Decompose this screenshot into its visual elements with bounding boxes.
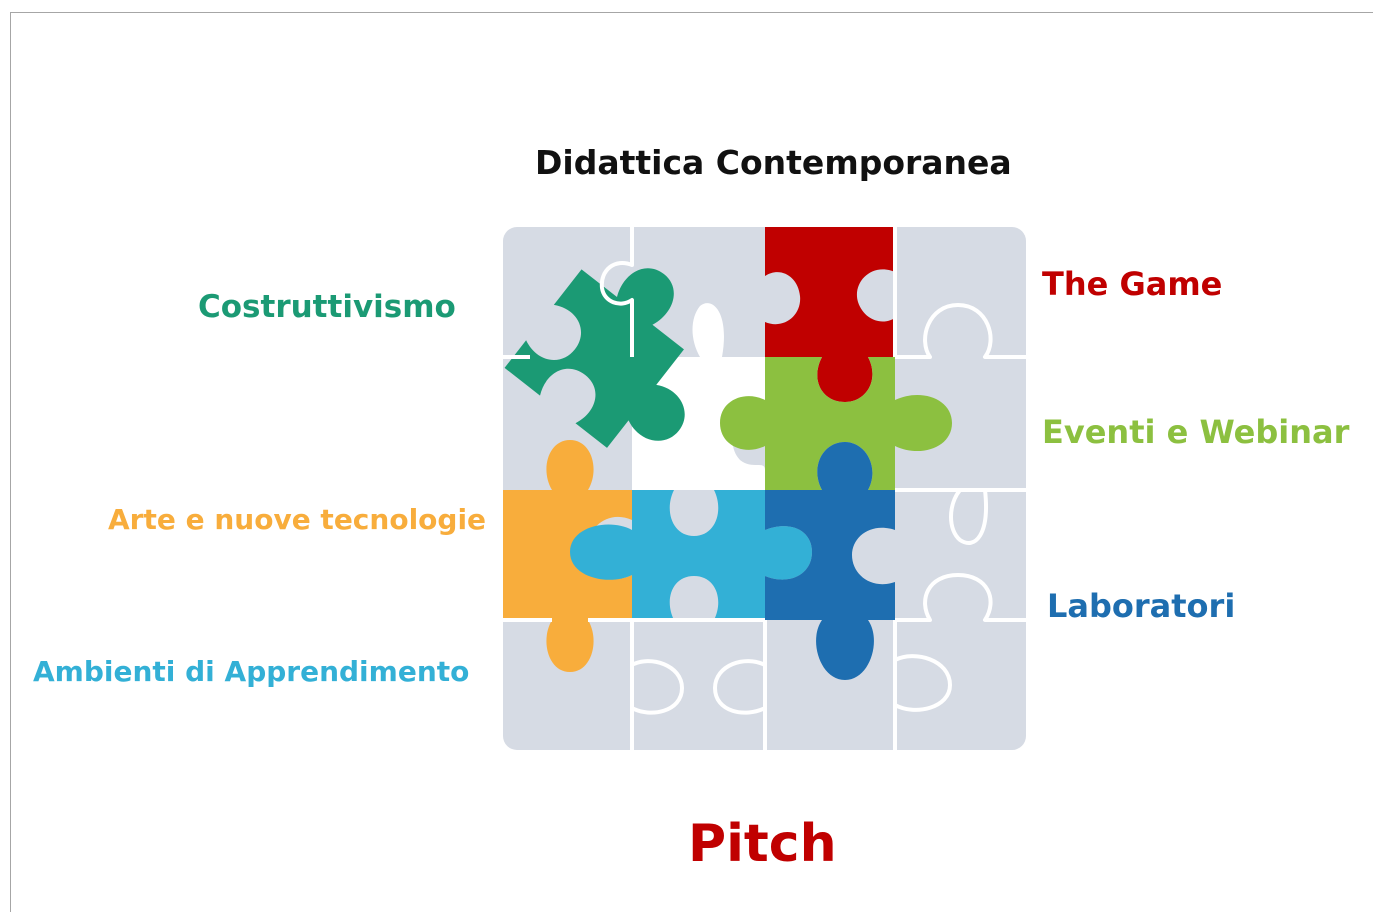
label-arte: Arte e nuove tecnologie [108, 503, 487, 536]
slide-frame [10, 12, 1373, 912]
piece-cyan [570, 490, 812, 620]
label-costruttivismo: Costruttivismo [198, 289, 456, 325]
label-pitch: Pitch [688, 814, 837, 874]
seam-misc [503, 227, 897, 359]
diagram-title: Didattica Contemporanea [535, 143, 1012, 182]
seam-bottom-left [630, 620, 684, 750]
piece-red [765, 227, 895, 402]
label-eventi: Eventi e Webinar [1042, 413, 1350, 451]
label-ambienti: Ambienti di Apprendimento [33, 655, 470, 688]
piece-blue [765, 442, 895, 680]
seam-right-1 [895, 303, 1026, 359]
seam-bottom-mid [713, 620, 767, 750]
seam-top-1 [599, 227, 634, 357]
piece-teal [504, 268, 685, 448]
piece-light-green [720, 357, 952, 490]
seam-right-2 [895, 488, 1026, 545]
label-the-game: The Game [1042, 265, 1223, 303]
piece-orange [503, 440, 632, 672]
seam-right-3 [895, 573, 1026, 622]
label-laboratori: Laboratori [1047, 587, 1236, 625]
board-seams [503, 227, 1026, 750]
seam-bottom-right [893, 620, 952, 750]
